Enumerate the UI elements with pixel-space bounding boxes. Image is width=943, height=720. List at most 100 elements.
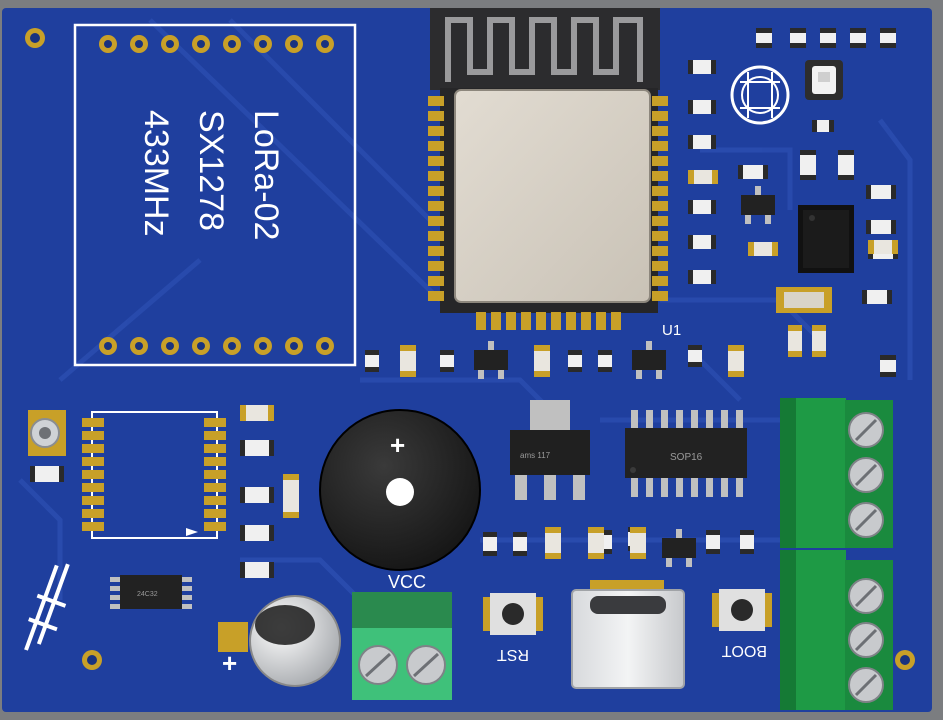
- smd-passive: [688, 170, 718, 184]
- esp-pad: [428, 246, 444, 256]
- esp-pad: [652, 186, 668, 196]
- smd-passive: [756, 28, 772, 48]
- sot23-transistor: [662, 529, 696, 567]
- rf-shield-can: [454, 89, 651, 303]
- buzzer: +: [319, 409, 481, 571]
- smd-passive: [513, 532, 527, 556]
- smd-passive: [688, 235, 716, 249]
- regulator-marking: ams 117: [520, 451, 551, 460]
- module-pad: [204, 483, 226, 492]
- smd-passive: [812, 325, 826, 357]
- module-pad: [82, 457, 104, 466]
- sop16-pin: [676, 410, 683, 430]
- esp-pad: [491, 312, 501, 330]
- smd-passive: [483, 532, 497, 556]
- sop16-pin: [646, 410, 653, 430]
- lora-label-group-2: SX1278: [192, 110, 230, 231]
- sop16-pin: [676, 477, 683, 497]
- electrolytic-capacitor: +: [218, 595, 341, 687]
- module-pad: [204, 418, 226, 427]
- esp-pad: [652, 126, 668, 136]
- brand-logo: [24, 563, 70, 651]
- esp-pad: [428, 291, 444, 301]
- soic8-pin: [110, 586, 122, 591]
- soic8-pin: [110, 595, 122, 600]
- smd-passive: [800, 150, 816, 180]
- left-module-footprint: [82, 411, 226, 539]
- sop16-marking: SOP16: [670, 452, 703, 463]
- smd-passive: [868, 240, 898, 254]
- smd-passive: [862, 290, 892, 304]
- smd-passive: [880, 28, 896, 48]
- esp-pad: [428, 111, 444, 121]
- module-pad: [82, 431, 104, 440]
- esp-pad: [521, 312, 531, 330]
- module-pad: [204, 522, 226, 531]
- module-pad: [82, 522, 104, 531]
- smd-passive: [748, 242, 778, 256]
- boot-button[interactable]: [712, 589, 772, 631]
- esp-right-pads: [652, 96, 668, 301]
- esp-pad: [506, 312, 516, 330]
- lora-top-pins: [99, 35, 334, 53]
- sop16-pin: [721, 410, 728, 430]
- smd-passive: [820, 28, 836, 48]
- qfn-chip: [798, 205, 854, 273]
- smd-passive: [240, 405, 274, 421]
- sot23-transistor: [632, 341, 666, 379]
- smd-passive: [534, 345, 550, 377]
- sop16-ic: SOP16: [625, 410, 747, 497]
- esp-pad: [652, 141, 668, 151]
- boot-label-group: BOOT: [721, 642, 767, 659]
- buzzer-plus: +: [390, 430, 405, 460]
- soic8-eeprom: 24C32: [110, 575, 192, 609]
- smd-passive: [688, 200, 716, 214]
- terminal-block-upper: [780, 398, 893, 548]
- sop16-pin: [721, 477, 728, 497]
- cap-plus: +: [222, 648, 237, 678]
- rst-button[interactable]: [483, 593, 543, 635]
- esp-pad: [566, 312, 576, 330]
- esp-pad: [652, 201, 668, 211]
- mounting-holes: [25, 28, 915, 670]
- sop16-pin: [631, 477, 638, 497]
- soic8-pin: [180, 586, 192, 591]
- esp-pad: [536, 312, 546, 330]
- lora-label-group: LoRa-02: [247, 110, 285, 240]
- smd-passive: [588, 527, 604, 559]
- soic8-pin: [180, 604, 192, 609]
- sop16-pin: [736, 410, 743, 430]
- lora-label-line3: 433MHz: [137, 110, 175, 237]
- module-pad: [204, 457, 226, 466]
- esp-pad: [428, 231, 444, 241]
- esp-pad: [551, 312, 561, 330]
- smd-passive: [880, 355, 896, 377]
- smd-passive: [283, 474, 299, 518]
- esp-pad: [652, 171, 668, 181]
- vcc-label: VCC: [388, 572, 426, 592]
- boot-label: BOOT: [721, 642, 767, 659]
- antenna-trace: [445, 17, 643, 82]
- module-pad: [204, 496, 226, 505]
- esp-pad: [652, 216, 668, 226]
- sop16-pin: [706, 410, 713, 430]
- esp-pad: [428, 276, 444, 286]
- module-pad: [204, 509, 226, 518]
- esp-pad: [652, 246, 668, 256]
- soic8-pin: [180, 577, 192, 582]
- smd-passive: [812, 120, 834, 132]
- module-pad: [82, 470, 104, 479]
- sop16-pin: [691, 410, 698, 430]
- crystal: [776, 287, 832, 313]
- esp-bottom-pads: [476, 312, 621, 330]
- sot23-transistors: [474, 186, 775, 567]
- smd-passive: [440, 350, 454, 372]
- usb-c-connector[interactable]: [571, 580, 685, 689]
- esp-pad: [596, 312, 606, 330]
- smd-passive: [400, 345, 416, 377]
- smd-passive: [240, 487, 274, 503]
- soic8-marking: 24C32: [137, 591, 158, 598]
- esp-pad: [652, 276, 668, 286]
